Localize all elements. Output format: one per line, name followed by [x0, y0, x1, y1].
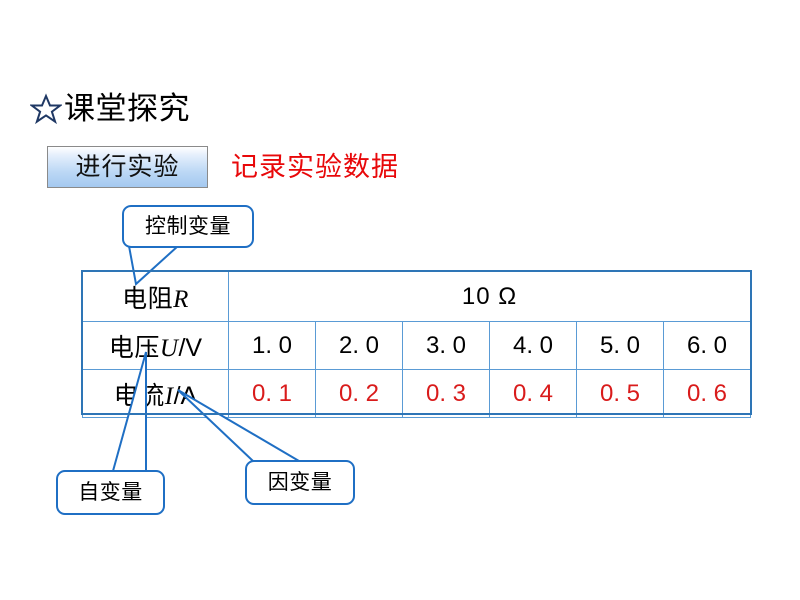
conduct-experiment-label: 进行实验: [75, 152, 180, 181]
row-label-symbol: U: [159, 334, 179, 362]
callout-dependent-variable-label: 因变量: [267, 471, 333, 494]
row-label-text: 电流: [113, 381, 165, 410]
voltage-cell-2: 2. 0: [315, 321, 403, 370]
current-cell-6: 0. 6: [663, 369, 751, 418]
current-cell-5: 0. 5: [576, 369, 664, 418]
resistance-value-cell: 10 Ω: [228, 271, 751, 322]
current-cell-4: 0. 4: [489, 369, 577, 418]
row-label-text: 电压: [108, 333, 160, 362]
row-label-unit: /V: [178, 333, 203, 362]
callout-independent-variable[interactable]: 自变量: [56, 470, 165, 515]
voltage-cell-5: 5. 0: [576, 321, 664, 370]
voltage-cell-6: 6. 0: [663, 321, 751, 370]
table-row: 电阻R 10 Ω: [82, 271, 751, 322]
row-label-text: 电阻: [122, 284, 174, 313]
row-label-resistance: 电阻R: [82, 271, 229, 322]
row-label-voltage: 电压U/V: [82, 321, 229, 370]
row-label-symbol: I: [164, 382, 174, 410]
record-data-caption: 记录实验数据: [231, 152, 399, 182]
current-cell-3: 0. 3: [402, 369, 490, 418]
star-icon: [30, 93, 62, 125]
voltage-cell-3: 3. 0: [402, 321, 490, 370]
experiment-data-table: 电阻R 10 Ω 电压U/V 1. 0 2. 0 3. 0 4. 0 5. 0 …: [82, 271, 751, 418]
voltage-cell-4: 4. 0: [489, 321, 577, 370]
table-row: 电流I/A 0. 1 0. 2 0. 3 0. 4 0. 5 0. 6: [82, 369, 751, 418]
callout-independent-variable-label: 自变量: [78, 481, 143, 504]
page-title-text: 课堂探究: [64, 91, 190, 126]
current-cell-1: 0. 1: [228, 369, 316, 418]
voltage-cell-1: 1. 0: [228, 321, 316, 370]
current-cell-2: 0. 2: [315, 369, 403, 418]
callout-control-variable[interactable]: 控制变量: [122, 205, 254, 248]
row-label-unit: /A: [173, 381, 198, 410]
conduct-experiment-button[interactable]: 进行实验: [47, 146, 208, 188]
row-label-symbol: R: [173, 285, 189, 313]
callout-dependent-variable[interactable]: 因变量: [245, 460, 355, 505]
page-title: 课堂探究: [30, 92, 190, 126]
row-label-current: 电流I/A: [82, 369, 229, 418]
table-row: 电压U/V 1. 0 2. 0 3. 0 4. 0 5. 0 6. 0: [82, 321, 751, 370]
callout-control-variable-label: 控制变量: [145, 215, 231, 238]
